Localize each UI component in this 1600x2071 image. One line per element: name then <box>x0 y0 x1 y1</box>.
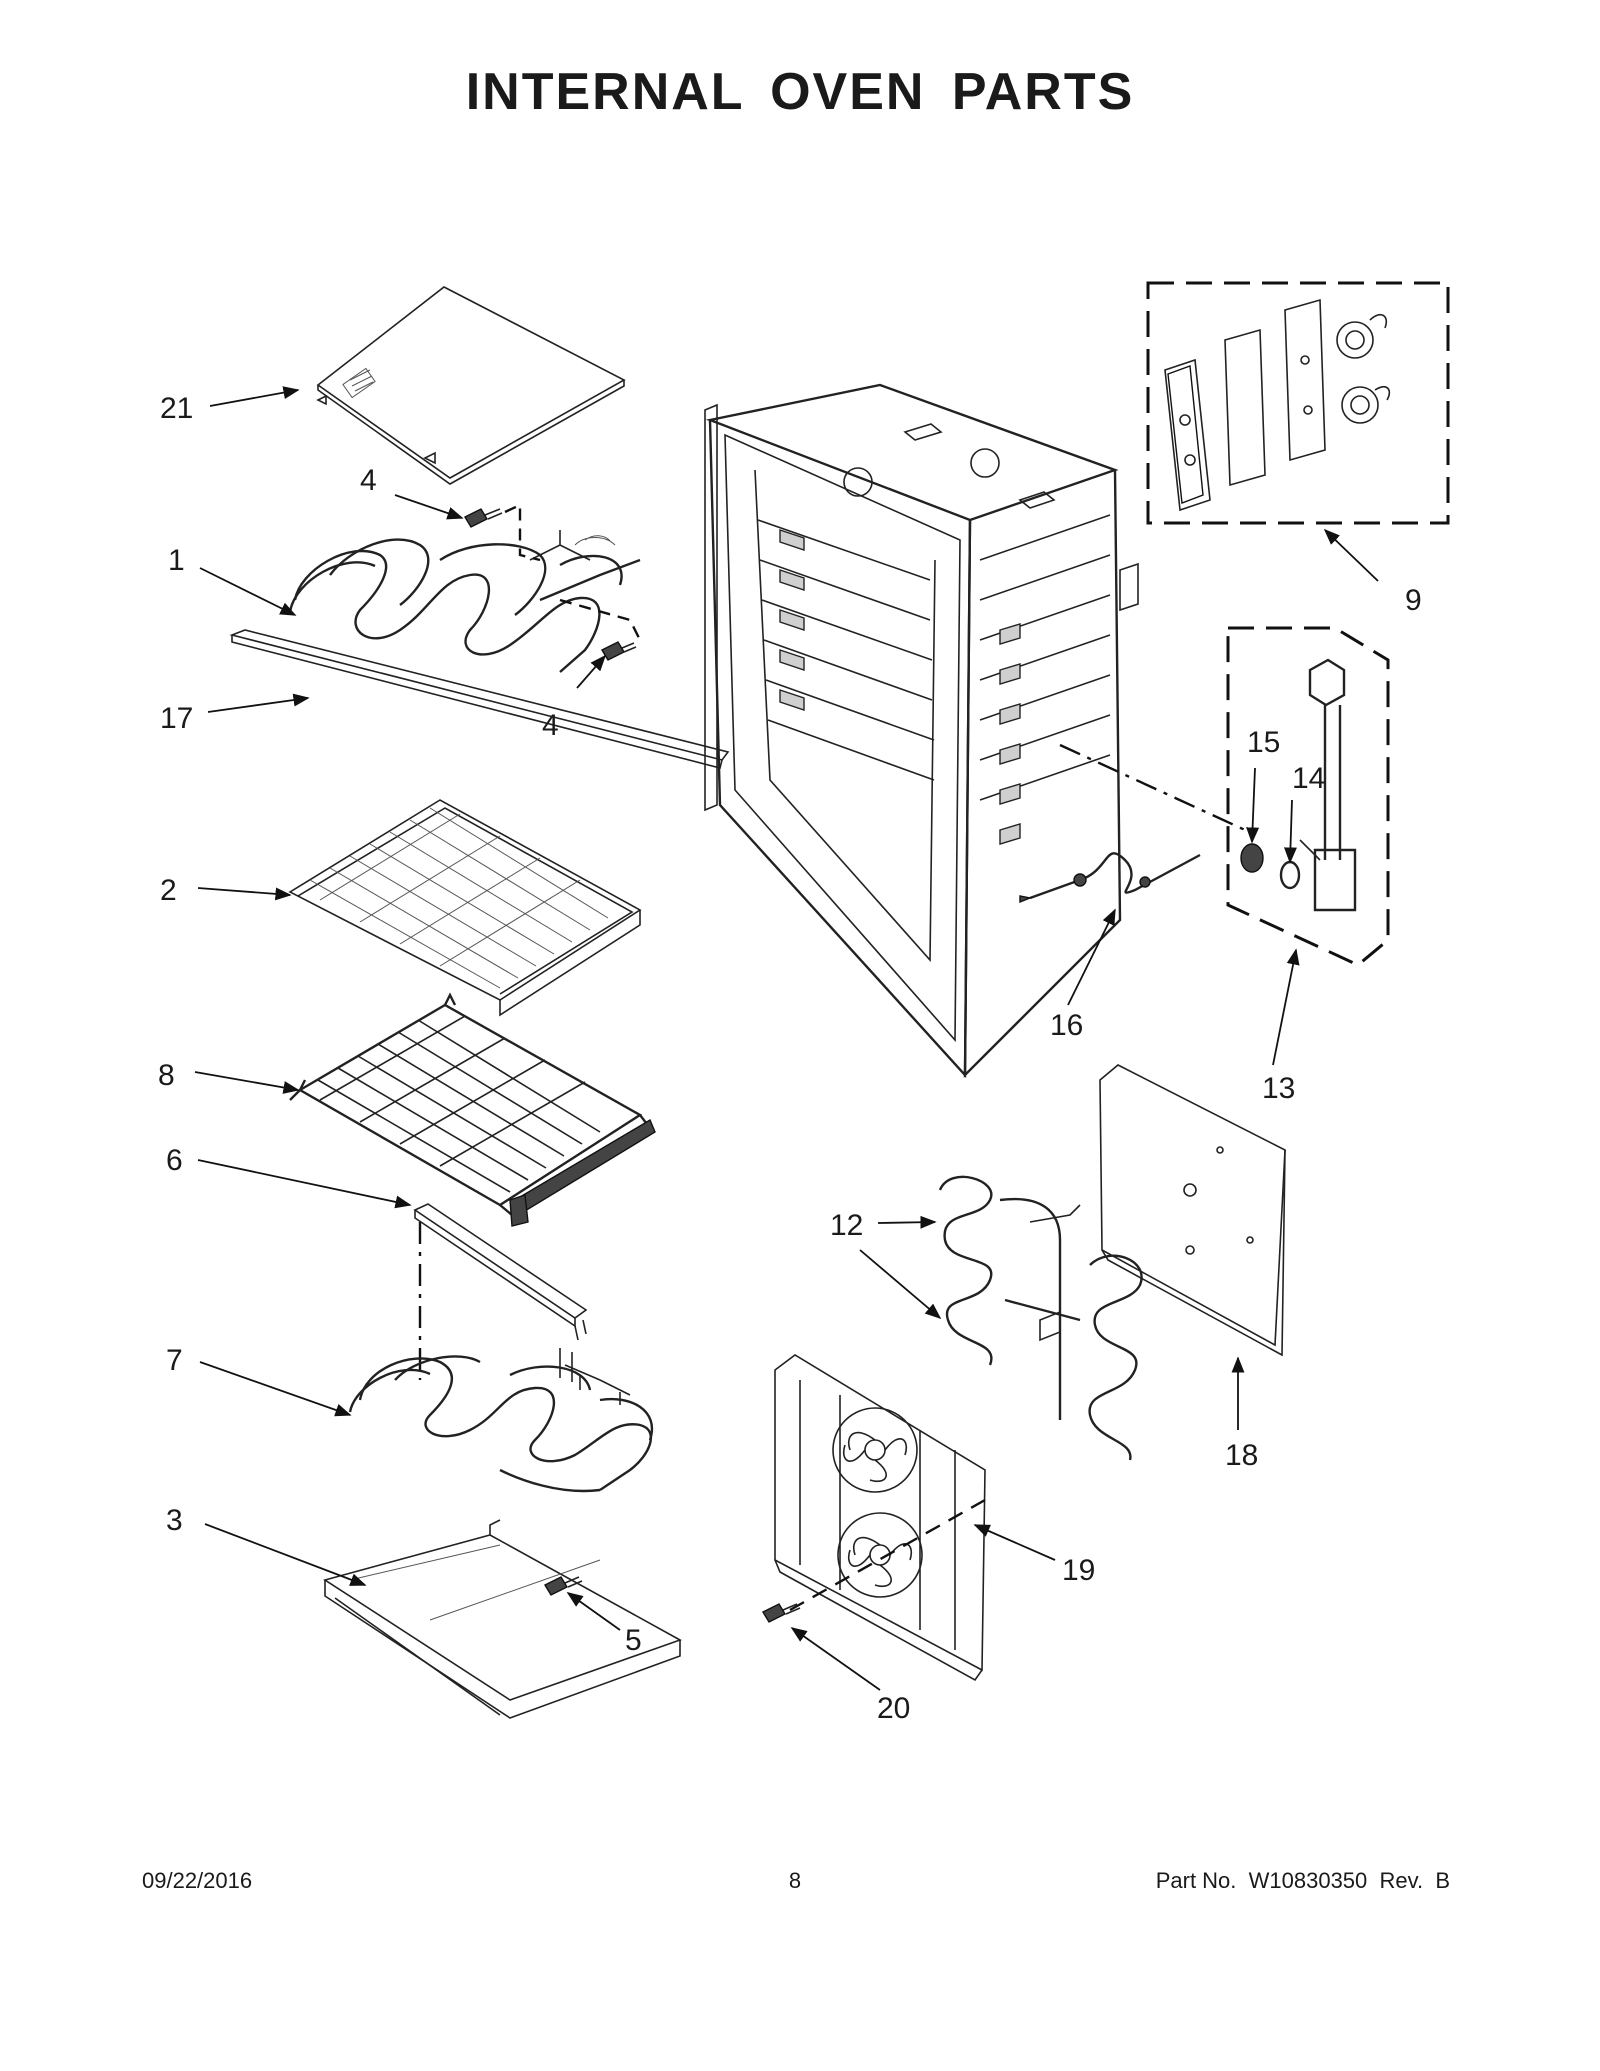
part-15-nut <box>1240 843 1264 873</box>
part-14-washer <box>1279 860 1301 890</box>
footer-part-number: Part No. W10830350 Rev. B <box>1155 1868 1450 1893</box>
callout-18: 18 <box>1225 1439 1258 1472</box>
footer-date: 09/22/2016 <box>142 1868 253 1893</box>
callout-17: 17 <box>160 702 193 735</box>
part-2-oven-rack <box>288 799 642 1017</box>
part-20-screw <box>762 1603 801 1623</box>
callout-15: 15 <box>1247 726 1280 759</box>
part-5-screw <box>544 1576 583 1596</box>
callout-12: 12 <box>830 1209 863 1242</box>
assembly-line-20-19 <box>789 1498 986 1612</box>
callout-5: 5 <box>625 1624 642 1657</box>
part-3-bottom-panel <box>323 1519 682 1719</box>
callout-16: 16 <box>1050 1009 1083 1042</box>
callout-8: 8 <box>158 1059 175 1092</box>
part-1-broil-element <box>288 530 641 673</box>
part-17-trim-strip <box>229 629 730 769</box>
part-13-latch <box>1299 658 1357 912</box>
part-6-rear-trim <box>413 1203 588 1341</box>
part-21-top-cover <box>316 286 626 485</box>
part-4-screw-top <box>464 503 541 562</box>
callout-3: 3 <box>166 1504 183 1537</box>
group-9-boundary <box>1146 281 1450 525</box>
oven-cavity <box>704 383 1139 1079</box>
footer-page-number: 8 <box>788 1868 802 1893</box>
callout-7: 7 <box>166 1344 183 1377</box>
assembly-line-cavity-13 <box>1059 743 1246 832</box>
part-16-probe <box>1019 852 1201 904</box>
part-18-back-panel <box>1099 1064 1286 1357</box>
callout-14: 14 <box>1292 762 1325 795</box>
part-19-fan-assembly <box>774 1354 986 1682</box>
leader-lines <box>194 386 1379 1691</box>
part-7-bake-element <box>348 1348 654 1493</box>
page-title: INTERNAL OVEN PARTS <box>465 63 1135 121</box>
callout-19: 19 <box>1062 1554 1095 1587</box>
callout-20: 20 <box>877 1692 910 1725</box>
callout-9: 9 <box>1405 584 1422 617</box>
callout-labels: 21 4 1 4 17 2 8 6 7 3 5 9 12 13 14 15 16… <box>158 392 1422 1725</box>
callout-6: 6 <box>166 1144 183 1177</box>
callout-21: 21 <box>160 392 193 425</box>
callout-4-bottom: 4 <box>542 709 559 742</box>
callout-2: 2 <box>160 874 177 907</box>
part-9-components <box>1164 298 1391 512</box>
callout-13: 13 <box>1262 1072 1295 1105</box>
callout-4-top: 4 <box>360 464 377 497</box>
part-12-convection-element <box>938 1175 1143 1461</box>
group-13-boundary <box>1226 626 1390 967</box>
callout-1: 1 <box>168 544 185 577</box>
